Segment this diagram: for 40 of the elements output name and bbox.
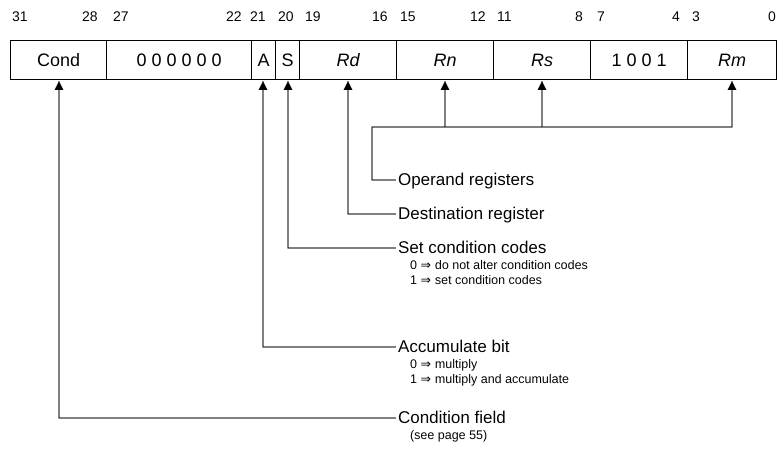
bit-number: 21: [250, 8, 266, 24]
bit-number: 28: [82, 8, 98, 24]
value-note: 0 ⇒ do not alter condition codes: [409, 258, 588, 273]
leader-arrow: [344, 80, 396, 214]
bit-number: 4: [672, 8, 680, 24]
instruction-field: Rm: [687, 40, 777, 80]
leader-arrow: [258, 80, 396, 348]
bit-number: 19: [305, 8, 321, 24]
bit-number: 7: [597, 8, 605, 24]
bit-number: 15: [400, 8, 416, 24]
bit-number: 3: [692, 8, 700, 24]
instruction-field: Rs: [493, 40, 591, 80]
bit-number: 22: [226, 8, 242, 24]
instruction-field: Cond: [10, 40, 107, 80]
field-description: Accumulate bit: [398, 337, 510, 357]
leader-arrow: [372, 80, 736, 180]
instruction-field: A: [251, 40, 276, 80]
field-description: Destination register: [398, 204, 544, 224]
field-description: Condition field: [398, 408, 506, 428]
value-note: 1 ⇒ set condition codes: [409, 273, 543, 288]
field-description: Operand registers: [398, 170, 534, 190]
bit-number: 8: [575, 8, 583, 24]
leader-arrow: [54, 80, 396, 418]
value-note: 0 ⇒ multiply: [409, 357, 478, 372]
instruction-field: Rn: [396, 40, 494, 80]
bit-number: 27: [113, 8, 129, 24]
bit-number: 12: [470, 8, 486, 24]
bit-number: 16: [372, 8, 388, 24]
instruction-field: 0 0 0 0 0 0: [106, 40, 252, 80]
instruction-field: Rd: [299, 40, 397, 80]
leader-arrow: [284, 80, 396, 248]
value-note: 1 ⇒ multiply and accumulate: [409, 372, 569, 387]
bit-number: 31: [12, 8, 28, 24]
bit-number: 0: [768, 8, 776, 24]
instruction-field: 1 0 0 1: [590, 40, 688, 80]
value-note: (see page 55): [409, 428, 488, 443]
bit-number: 20: [278, 8, 294, 24]
instruction-field: S: [275, 40, 300, 80]
field-description: Set condition codes: [398, 238, 548, 258]
bit-number: 11: [497, 8, 512, 24]
